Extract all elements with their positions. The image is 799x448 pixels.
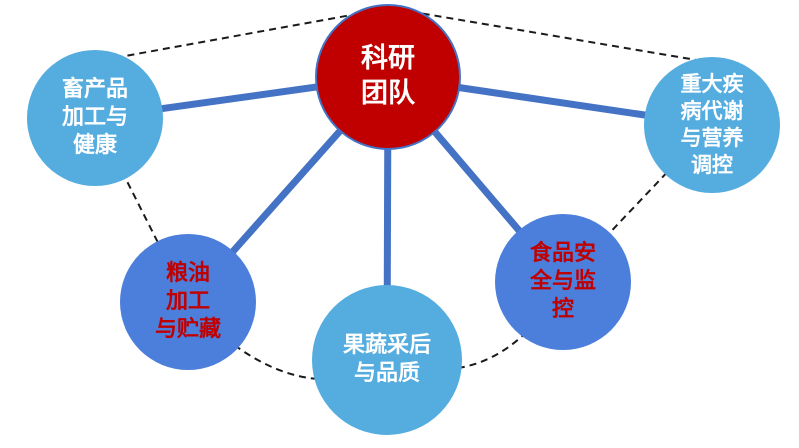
node-research-team: 科研 团队 xyxy=(315,4,461,150)
node-fruit-vegetable-postharvest: 果蔬采后 与品质 xyxy=(312,285,462,435)
node-livestock-processing-label: 畜产品 加工与 健康 xyxy=(61,76,128,159)
node-grain-oil-processing-label: 粮油 加工 与贮藏 xyxy=(154,260,221,343)
node-livestock-processing: 畜产品 加工与 健康 xyxy=(27,50,163,186)
node-food-safety-monitoring-label: 食品安 全与监 控 xyxy=(529,240,596,323)
node-fruit-vegetable-postharvest-label: 果蔬采后 与品质 xyxy=(342,332,431,386)
node-major-disease-nutrition-label: 重大疾 病代谢 与营养 调控 xyxy=(680,72,744,177)
node-major-disease-nutrition: 重大疾 病代谢 与营养 调控 xyxy=(644,57,780,193)
node-food-safety-monitoring: 食品安 全与监 控 xyxy=(495,214,631,350)
node-grain-oil-processing: 粮油 加工 与贮藏 xyxy=(120,234,256,370)
node-research-team-label: 科研 团队 xyxy=(361,43,415,109)
